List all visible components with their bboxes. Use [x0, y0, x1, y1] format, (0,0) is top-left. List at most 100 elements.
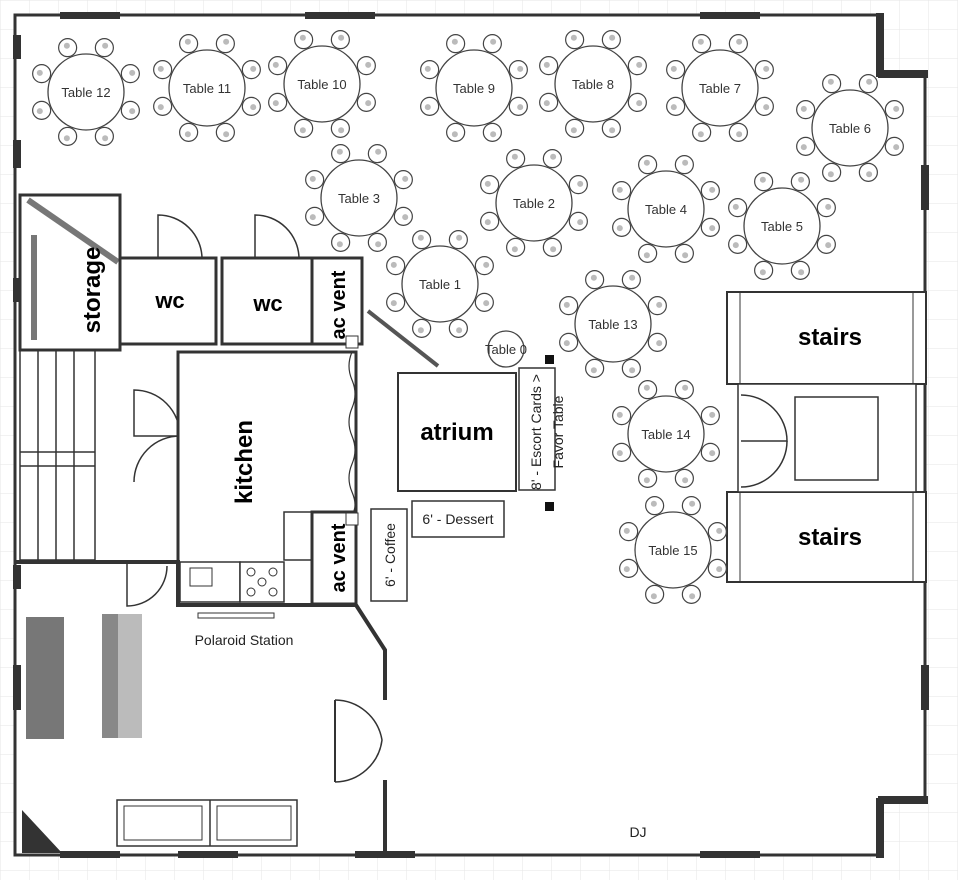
- chair-dot: [800, 144, 807, 151]
- table-top: [283, 45, 361, 123]
- chair-dot: [736, 38, 743, 45]
- table-label: Table 8: [572, 77, 614, 92]
- round-table: Table 8: [539, 30, 647, 138]
- chair-dot: [157, 104, 164, 111]
- chair-dot: [157, 65, 164, 72]
- chair-dot: [825, 203, 832, 210]
- chair-dot: [577, 180, 584, 187]
- chair-dot: [184, 38, 191, 45]
- dessert-table: 6' - Dessert: [411, 500, 505, 538]
- chair-dot: [563, 301, 570, 308]
- round-table: Table 9: [420, 34, 528, 142]
- table-label: Table 7: [699, 81, 741, 96]
- chair-dot: [223, 131, 230, 138]
- chair-dot: [102, 135, 109, 142]
- escort-cards-label: 8' - Escort Cards >: [528, 374, 544, 490]
- table-top: [554, 45, 632, 123]
- chair-dot: [250, 104, 257, 111]
- chair-dot: [550, 153, 557, 160]
- chair-dot: [550, 246, 557, 253]
- chair-dot: [709, 411, 716, 418]
- chair-dot: [827, 171, 834, 178]
- chair-dot: [63, 42, 70, 49]
- chair-dot: [800, 105, 807, 112]
- chair-dot: [709, 450, 716, 457]
- table-top: [681, 49, 759, 127]
- chair-dot: [798, 176, 805, 183]
- table-top: [487, 330, 525, 368]
- chair-dot: [629, 274, 636, 281]
- chair-dot: [682, 477, 689, 484]
- chair-dot: [732, 203, 739, 210]
- chair-dot: [375, 148, 382, 155]
- table-top: [47, 53, 125, 131]
- round-table: Table 7: [666, 34, 774, 142]
- chair-dot: [697, 131, 704, 138]
- atrium-label: atrium: [420, 419, 493, 446]
- chair-dot: [483, 300, 490, 307]
- coffee-table: 6' - Coffee: [370, 508, 408, 602]
- round-table: Table 13: [559, 270, 667, 378]
- round-table: Table 0: [485, 330, 527, 368]
- chair-dot: [517, 65, 524, 72]
- table-label: Table 6: [829, 121, 871, 136]
- table-top: [574, 285, 652, 363]
- chair-dot: [570, 34, 577, 41]
- chair-dot: [299, 34, 306, 41]
- chair-dot: [417, 327, 424, 334]
- table-top: [811, 89, 889, 167]
- chair-dot: [689, 593, 696, 600]
- chair-dot: [623, 527, 630, 534]
- table-label: Table 4: [645, 202, 687, 217]
- round-table: Table 14: [612, 380, 720, 488]
- chair-dot: [338, 127, 345, 134]
- chair-dot: [451, 38, 458, 45]
- chair-dot: [223, 38, 230, 45]
- chair-dot: [272, 61, 279, 68]
- round-table: Table 10: [268, 30, 376, 138]
- chair-dot: [402, 214, 409, 221]
- chair-dot: [36, 69, 43, 76]
- round-table: Table 12: [32, 38, 140, 146]
- chair-dot: [129, 108, 136, 115]
- table-label: Table 11: [183, 81, 231, 96]
- chair-dot: [616, 411, 623, 418]
- polaroid-station-label: Polaroid Station: [195, 632, 294, 648]
- chair-dot: [827, 78, 834, 85]
- chair-dot: [763, 65, 770, 72]
- wc2-label: wc: [252, 291, 282, 316]
- chair-dot: [484, 180, 491, 187]
- chair-dot: [375, 241, 382, 248]
- dj-label: DJ: [629, 824, 646, 840]
- chair-dot: [365, 61, 372, 68]
- chair-dot: [309, 175, 316, 182]
- chair-dot: [893, 105, 900, 112]
- chair-dot: [609, 127, 616, 134]
- right-stairs: stairs stairs: [726, 291, 927, 583]
- chair-dot: [736, 131, 743, 138]
- chair-dot: [656, 301, 663, 308]
- chair-dot: [102, 42, 109, 49]
- chair-dot: [825, 242, 832, 249]
- kitchen-label: kitchen: [231, 420, 258, 504]
- chair-dot: [336, 148, 343, 155]
- round-table: Table 5: [728, 172, 836, 280]
- atrium: atrium: [366, 309, 517, 492]
- chair-dot: [543, 100, 550, 107]
- table-top: [435, 49, 513, 127]
- chair-dot: [309, 214, 316, 221]
- wc-rooms: wc wc ac vent: [118, 214, 364, 349]
- chair-dot: [636, 61, 643, 68]
- lower-left-room: Polaroid Station: [15, 560, 387, 855]
- round-table: Table 15: [619, 496, 727, 604]
- stairs-top-label: stairs: [798, 324, 862, 351]
- table-top: [401, 245, 479, 323]
- left-stairs: [19, 349, 181, 561]
- chair-dot: [732, 242, 739, 249]
- chair-dot: [682, 159, 689, 166]
- chair-dot: [456, 234, 463, 241]
- chair-dot: [338, 34, 345, 41]
- chair-dot: [609, 34, 616, 41]
- chair-dot: [629, 367, 636, 374]
